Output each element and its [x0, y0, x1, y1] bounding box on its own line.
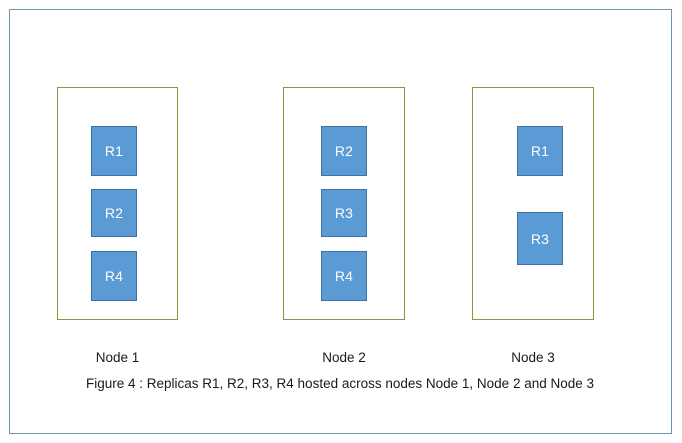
node-label-2: Node 2	[322, 350, 366, 365]
replica-box[interactable]: R3	[321, 189, 367, 237]
node-label-1: Node 1	[95, 350, 140, 365]
replica-box[interactable]: R3	[517, 212, 563, 265]
node-label-3: Node 3	[511, 350, 555, 365]
replica-box[interactable]: R2	[91, 189, 137, 237]
replica-box[interactable]: R2	[321, 126, 367, 176]
replica-box[interactable]: R1	[91, 126, 137, 176]
replica-box[interactable]: R4	[91, 251, 137, 301]
node-box-2[interactable]: R2 R3 R4	[283, 87, 405, 320]
replica-box[interactable]: R4	[321, 251, 367, 301]
replica-box[interactable]: R1	[517, 126, 563, 176]
figure-caption: Figure 4 : Replicas R1, R2, R3, R4 hoste…	[85, 376, 595, 391]
node-box-1[interactable]: R1 R2 R4	[57, 87, 178, 320]
node-box-3[interactable]: R1 R3	[472, 87, 594, 320]
